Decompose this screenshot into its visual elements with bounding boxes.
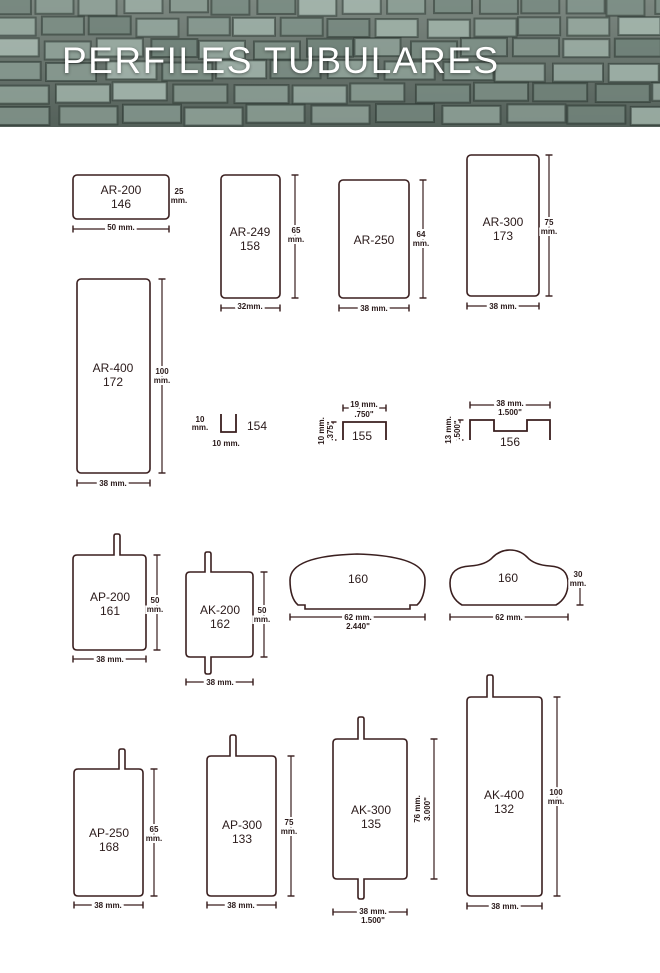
height-dimension-inches: .500" — [453, 420, 462, 440]
height-unit: mm. — [171, 196, 187, 205]
width-dimension-inches: .750" — [354, 410, 374, 419]
profile-156: 156 38 mm. 1.500" 13 mm. .500" — [444, 397, 551, 449]
profile-name: AP-200 — [90, 590, 130, 604]
height-dimension: 13 mm. — [444, 416, 453, 444]
profile-ak-200: AK-200 162 38 mm. 50 mm. — [185, 551, 272, 690]
profile-ap-300: AP-300 133 38 mm. 75 mm. — [206, 734, 299, 913]
profile-ap-200: AP-200 161 38 mm. 50 mm. — [72, 533, 165, 667]
profile-name: AP-250 — [89, 826, 129, 840]
width-dimension: 38 mm. — [359, 907, 387, 916]
width-dimension: 19 mm. — [350, 400, 378, 409]
profile-number: 160 — [348, 572, 368, 586]
profile-number: 173 — [493, 229, 513, 243]
width-dimension-inches: 2.440" — [346, 622, 370, 631]
width-dimension: 38 mm. — [206, 678, 234, 687]
width-dimension: 38 mm. — [496, 399, 524, 408]
profile-number: 168 — [99, 840, 119, 854]
height-dimension: 65 — [150, 825, 159, 834]
width-dimension: 38 mm. — [96, 655, 124, 664]
height-dimension: 75 — [285, 818, 294, 827]
height-unit: mm. — [570, 579, 586, 588]
profile-name: AK-400 — [484, 788, 524, 802]
height-dimension: 100 — [549, 788, 563, 797]
profile-name: AK-300 — [351, 803, 391, 817]
profile-155: 155 19 mm. .750" 10 mm. .375" — [317, 398, 387, 445]
height-unit: mm. — [288, 235, 304, 244]
width-dimension: 10 mm. — [212, 439, 240, 448]
profile-number: 172 — [103, 375, 123, 389]
width-dimension: 38 mm. — [227, 901, 255, 910]
profile-160-oval: 160 62 mm. 2.440" — [289, 553, 426, 631]
profile-ar-250: AR-250 38 mm. 64 mm. — [338, 179, 431, 316]
width-dimension: 38 mm. — [489, 302, 517, 311]
profile-number: 161 — [100, 604, 120, 618]
height-unit: mm. — [254, 615, 270, 624]
width-dimension-inches: 1.500" — [498, 408, 522, 417]
profile-number: 132 — [494, 802, 514, 816]
profile-name: AR-200 — [101, 183, 142, 197]
profile-name: AR-250 — [354, 233, 395, 247]
profile-number: 162 — [210, 617, 230, 631]
width-dimension: 62 mm. — [495, 613, 523, 622]
profile-ar-200: AR-200 146 50 mm. 25 mm. — [72, 174, 187, 235]
height-dimension: 50 — [258, 606, 267, 615]
height-dimension: 10 — [196, 415, 205, 424]
height-unit: mm. — [413, 239, 429, 248]
height-dimension: 25 — [175, 187, 184, 196]
profile-name: AR-300 — [483, 215, 524, 229]
profile-ak-300: AK-300 135 38 mm. 1.500" 76 mm. 3.000" — [332, 716, 438, 925]
height-dimension-inches: 3.000" — [423, 797, 432, 821]
height-unit: mm. — [548, 797, 564, 806]
width-dimension: 32mm. — [237, 302, 262, 311]
profile-number: 155 — [352, 429, 372, 443]
profile-number: 154 — [247, 419, 267, 433]
height-dimension-inches: .375" — [326, 421, 335, 441]
banner-background-image — [0, 0, 660, 127]
width-dimension: 38 mm. — [99, 479, 127, 488]
height-dimension: 30 — [574, 570, 583, 579]
profile-number: 135 — [361, 817, 381, 831]
profile-ap-250: AP-250 168 38 mm. 65 mm. — [73, 748, 164, 913]
page-title: PERFILES TUBULARES — [62, 40, 500, 81]
profile-ar-300: AR-300 173 38 mm. 75 mm. — [466, 154, 559, 314]
height-unit: mm. — [154, 376, 170, 385]
width-dimension-inches: 1.500" — [361, 916, 385, 925]
profile-name: AR-400 — [93, 361, 134, 375]
profile-number: 158 — [240, 239, 260, 253]
height-unit: mm. — [281, 827, 297, 836]
height-dimension: 65 — [292, 226, 301, 235]
profile-name: AK-200 — [200, 603, 240, 617]
height-unit: mm. — [192, 423, 208, 432]
height-dimension: 76 mm. — [413, 795, 422, 823]
profile-154: 154 10 mm. 10 mm. — [192, 414, 267, 448]
profile-ar-249: AR-249 158 32mm. 65 mm. — [220, 174, 306, 314]
height-unit: mm. — [146, 834, 162, 843]
profile-number: 133 — [232, 832, 252, 846]
profile-name: AR-249 — [230, 225, 271, 239]
height-dimension: 100 — [155, 367, 169, 376]
width-dimension: 50 mm. — [107, 223, 135, 232]
profile-number: 160 — [498, 571, 518, 585]
profile-160-shaped: 160 62 mm. 30 mm. — [449, 549, 588, 625]
profile-ak-400: AK-400 132 38 mm. 100 mm. — [466, 674, 566, 914]
height-unit: mm. — [147, 605, 163, 614]
header-banner: PERFILES TUBULARES — [0, 0, 660, 127]
profile-name: AP-300 — [222, 818, 262, 832]
height-dimension: 64 — [417, 230, 426, 239]
width-dimension: 62 mm. — [344, 613, 372, 622]
profile-number: 146 — [111, 197, 131, 211]
profile-ar-400: AR-400 172 38 mm. 100 mm. — [76, 278, 172, 491]
height-unit: mm. — [541, 227, 557, 236]
width-dimension: 38 mm. — [360, 304, 388, 313]
width-dimension: 38 mm. — [94, 901, 122, 910]
height-dimension: 10 mm. — [317, 417, 326, 445]
width-dimension: 38 mm. — [491, 902, 519, 911]
height-dimension: 50 — [151, 596, 160, 605]
height-dimension: 75 — [545, 218, 554, 227]
profile-number: 156 — [500, 435, 520, 449]
